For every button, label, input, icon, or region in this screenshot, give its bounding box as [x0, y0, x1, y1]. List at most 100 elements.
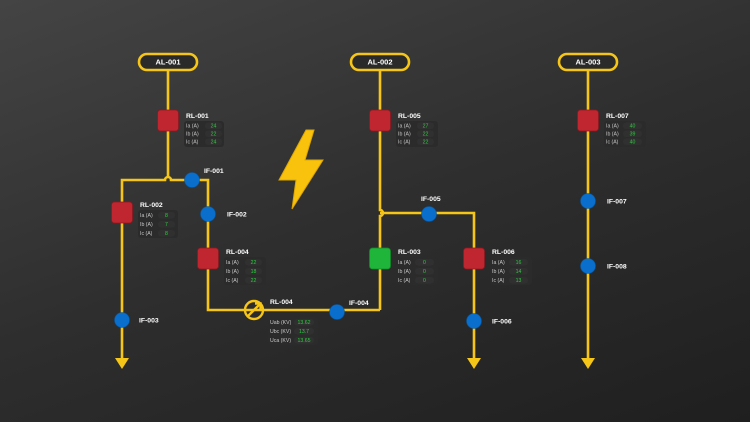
fault-indicator-icon[interactable] — [466, 313, 482, 329]
svg-text:Ib (A): Ib (A) — [398, 269, 411, 275]
bus-al-003[interactable]: AL-003 — [557, 52, 619, 72]
fault-indicator-if-006[interactable]: IF-006 — [466, 313, 512, 329]
fault-indicator-if-004[interactable]: IF-004 — [329, 300, 369, 320]
svg-text:0: 0 — [423, 269, 426, 275]
fault-indicator-icon[interactable] — [329, 304, 345, 320]
svg-text:IF-005: IF-005 — [421, 196, 441, 203]
svg-text:Ib (A): Ib (A) — [492, 269, 505, 275]
breaker-symbol[interactable] — [369, 247, 391, 270]
breaker-params: Ia (A) 24 Ib (A) 22 Ic (A) 24 — [184, 121, 224, 147]
breaker-params: Ia (A) 0 Ib (A) 0 Ic (A) 0 — [396, 257, 438, 285]
svg-text:Ic (A): Ic (A) — [186, 140, 199, 146]
breaker-rl-005[interactable]: RL-005 Ia (A) 27 Ib (A) 22 Ic (A) 22 — [369, 109, 439, 147]
breaker-rl-002[interactable]: RL-002 Ia (A) 8 Ib (A) 7 Ic (A) 8 — [111, 201, 179, 238]
svg-text:Ia (A): Ia (A) — [186, 124, 199, 130]
svg-text:Ia (A): Ia (A) — [226, 260, 239, 266]
svg-text:13.7: 13.7 — [299, 329, 309, 335]
fault-indicator-if-001[interactable]: IF-001 — [184, 168, 224, 188]
svg-text:22: 22 — [423, 140, 429, 146]
svg-text:IF-003: IF-003 — [139, 318, 159, 325]
bus-al-002[interactable]: AL-002 — [349, 52, 411, 72]
breaker-params: Ia (A) 27 Ib (A) 22 Ic (A) 22 — [396, 121, 438, 147]
transformer-rl-004[interactable]: RL-004 Uab (KV) 13.62 Ubc (KV) 13.7 Uca … — [243, 299, 318, 345]
line-branch-if001 — [120, 175, 380, 360]
svg-text:IF-004: IF-004 — [349, 300, 369, 307]
svg-text:27: 27 — [423, 124, 429, 130]
fault-indicator-if-002[interactable]: IF-002 — [200, 206, 247, 222]
breaker-symbol[interactable] — [111, 201, 133, 224]
fault-indicator-icon[interactable] — [184, 172, 200, 188]
svg-text:Ic (A): Ic (A) — [226, 278, 239, 284]
line-branch-if005 — [380, 211, 476, 360]
svg-text:Ib (A): Ib (A) — [398, 132, 411, 138]
fault-indicator-if-008[interactable]: IF-008 — [580, 258, 627, 274]
fault-indicator-icon[interactable] — [200, 206, 216, 222]
svg-text:22: 22 — [251, 260, 257, 266]
breaker-symbol[interactable] — [577, 109, 599, 132]
transformer-icon[interactable] — [243, 299, 265, 321]
svg-text:39: 39 — [630, 132, 636, 138]
fault-indicator-icon[interactable] — [580, 258, 596, 274]
load-arrow-icon — [115, 358, 129, 369]
breaker-rl-004[interactable]: RL-004 Ia (A) 22 Ib (A) 18 Ic (A) 22 — [197, 247, 267, 285]
breaker-symbol[interactable] — [369, 109, 391, 132]
breaker-rl-007[interactable]: RL-007 Ia (A) 40 Ib (A) 39 Ic (A) 40 — [577, 109, 647, 147]
svg-text:Ubc (KV): Ubc (KV) — [270, 329, 291, 335]
transformer-label: RL-004 — [270, 299, 293, 306]
svg-text:8: 8 — [165, 231, 168, 237]
fault-indicator-icon[interactable] — [580, 193, 596, 209]
svg-text:Ic (A): Ic (A) — [492, 278, 505, 284]
bus-al-001[interactable]: AL-001 — [137, 52, 199, 72]
breaker-params: Ia (A) 40 Ib (A) 39 Ic (A) 40 — [604, 121, 646, 147]
breaker-symbol[interactable] — [157, 109, 179, 132]
breaker-symbol[interactable] — [197, 247, 219, 270]
breaker-label: RL-002 — [140, 202, 163, 209]
svg-text:0: 0 — [423, 260, 426, 266]
svg-text:14: 14 — [516, 269, 522, 275]
load-arrow-icon — [581, 358, 595, 369]
svg-text:22: 22 — [211, 132, 217, 138]
svg-text:Ib (A): Ib (A) — [606, 132, 619, 138]
svg-text:Uca (KV): Uca (KV) — [270, 338, 291, 344]
breaker-label: RL-003 — [398, 249, 421, 256]
breaker-label: RL-005 — [398, 113, 421, 120]
fault-indicator-if-005[interactable]: IF-005 — [421, 196, 441, 222]
breaker-rl-001[interactable]: RL-001 Ia (A) 24 Ib (A) 22 Ic (A) 24 — [157, 109, 225, 147]
svg-text:Ia (A): Ia (A) — [606, 124, 619, 130]
svg-text:40: 40 — [630, 140, 636, 146]
svg-text:Ib (A): Ib (A) — [186, 132, 199, 138]
breaker-rl-006[interactable]: RL-006 Ia (A) 16 Ib (A) 14 Ic (A) 13 — [463, 247, 533, 285]
svg-text:Ic (A): Ic (A) — [398, 140, 411, 146]
breaker-label: RL-007 — [606, 113, 629, 120]
fault-indicator-icon[interactable] — [114, 312, 130, 328]
breaker-label: RL-004 — [226, 249, 249, 256]
svg-text:IF-006: IF-006 — [492, 319, 512, 326]
breaker-params: Ia (A) 16 Ib (A) 14 Ic (A) 13 — [490, 257, 532, 285]
bus-label: AL-003 — [575, 58, 600, 67]
svg-text:Ic (A): Ic (A) — [140, 231, 153, 237]
breaker-rl-003[interactable]: RL-003 Ia (A) 0 Ib (A) 0 Ic (A) 0 — [369, 247, 439, 285]
svg-text:7: 7 — [165, 222, 168, 228]
breaker-symbol[interactable] — [463, 247, 485, 270]
breaker-params: Ia (A) 8 Ib (A) 7 Ic (A) 8 — [138, 210, 178, 238]
svg-text:22: 22 — [251, 278, 257, 284]
svg-text:Ic (A): Ic (A) — [606, 140, 619, 146]
bus-label: AL-001 — [155, 58, 180, 67]
svg-text:13: 13 — [516, 278, 522, 284]
line-al002-main — [378, 70, 385, 310]
svg-text:24: 24 — [211, 140, 217, 146]
svg-text:Ic (A): Ic (A) — [398, 278, 411, 284]
svg-text:8: 8 — [165, 213, 168, 219]
fault-indicator-icon[interactable] — [421, 206, 437, 222]
load-arrows — [115, 358, 595, 369]
breaker-label: RL-006 — [492, 249, 515, 256]
svg-text:Ib (A): Ib (A) — [226, 269, 239, 275]
svg-text:IF-008: IF-008 — [607, 264, 627, 271]
svg-text:13.62: 13.62 — [298, 320, 311, 326]
svg-text:0: 0 — [423, 278, 426, 284]
fault-indicator-if-003[interactable]: IF-003 — [114, 312, 159, 328]
breaker-params: Ia (A) 22 Ib (A) 18 Ic (A) 22 — [224, 257, 266, 285]
svg-text:Uab (KV): Uab (KV) — [270, 320, 292, 326]
fault-indicator-if-007[interactable]: IF-007 — [580, 193, 627, 209]
svg-text:Ia (A): Ia (A) — [140, 213, 153, 219]
